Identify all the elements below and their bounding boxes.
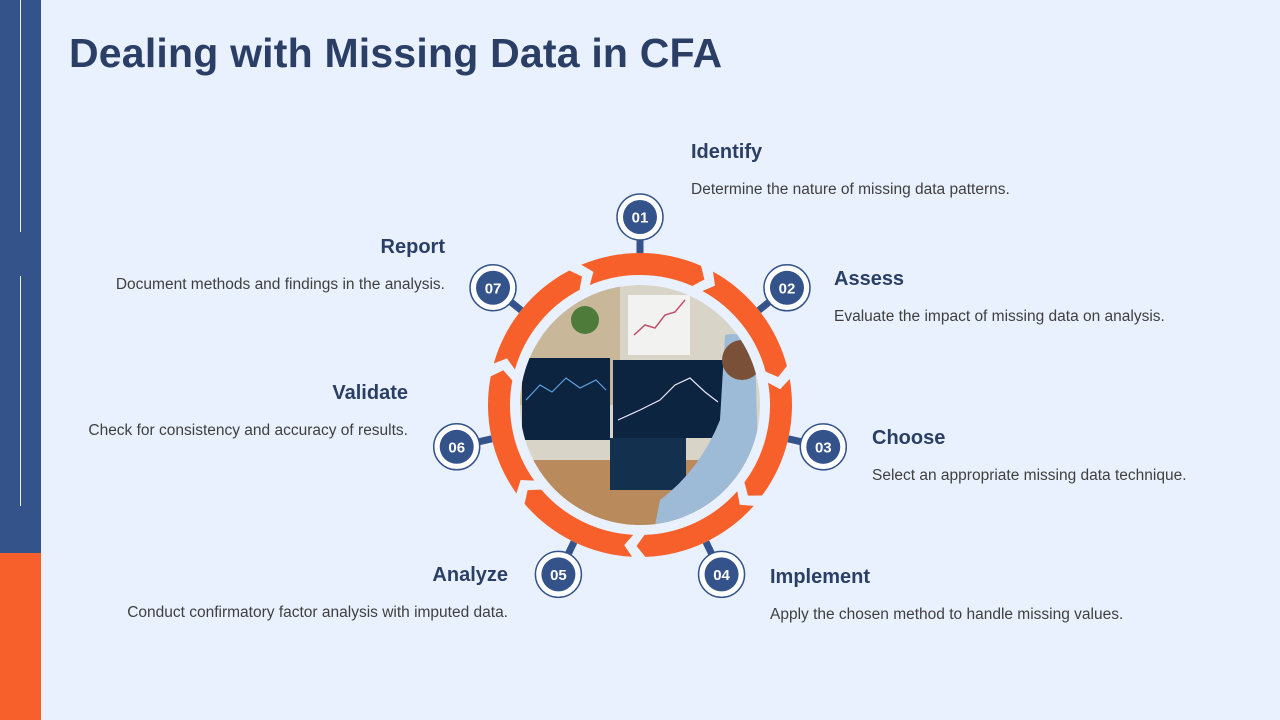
step-description: Conduct confirmatory factor analysis wit… (127, 604, 508, 621)
connector (564, 540, 578, 557)
accent-line (20, 276, 21, 506)
step-description: Select an appropriate missing data techn… (872, 467, 1187, 484)
step-number: 05 (550, 567, 567, 584)
step-title: Validate (332, 382, 408, 404)
step-description: Determine the nature of missing data pat… (691, 181, 1010, 198)
cycle-arrow-segment (744, 378, 793, 496)
step-description: Check for consistency and accuracy of re… (88, 422, 408, 439)
step-description: Document methods and findings in the ana… (115, 276, 445, 293)
step-badge-01: 01 (616, 193, 664, 241)
cycle-arrow-segment (493, 270, 583, 370)
cycle-arrow-segment (581, 253, 705, 286)
cycle-ring (488, 253, 793, 557)
center-photo (520, 285, 760, 525)
connector (787, 435, 803, 446)
connector (756, 298, 772, 313)
cycle-arrow-segment (702, 271, 787, 378)
step-title: Analyze (432, 564, 508, 586)
left-accent-bar-orange (0, 553, 41, 720)
step-badge-03: 03 (799, 423, 848, 471)
step-title: Assess (834, 268, 905, 290)
step-badge-07: 07 (469, 264, 517, 312)
connector (508, 298, 524, 313)
step-number: 03 (815, 439, 832, 456)
step-number: 07 (485, 280, 502, 297)
step-title: Choose (872, 427, 946, 449)
step-number: 04 (713, 567, 730, 584)
step-number: 02 (779, 280, 796, 297)
cycle-arrow-segment (524, 489, 634, 557)
step-badge-06: 06 (432, 423, 481, 471)
step-badge-02: 02 (763, 264, 811, 312)
step-number: 06 (448, 439, 465, 456)
page-title: Dealing with Missing Data in CFA (69, 30, 723, 76)
step-number: 01 (632, 210, 649, 227)
accent-line (20, 0, 21, 232)
step-title: Implement (770, 566, 871, 588)
connector (702, 540, 716, 557)
step-badge-04: 04 (697, 550, 746, 599)
step-badge-05: 05 (534, 550, 583, 599)
step-description: Apply the chosen method to handle missin… (770, 606, 1124, 623)
step-title: Report (380, 236, 445, 258)
cycle-arrow-segment (636, 491, 754, 557)
connector (477, 435, 493, 446)
cycle-arrow-segment (488, 370, 535, 494)
step-title: Identify (691, 141, 763, 163)
step-description: Evaluate the impact of missing data on a… (834, 308, 1165, 325)
